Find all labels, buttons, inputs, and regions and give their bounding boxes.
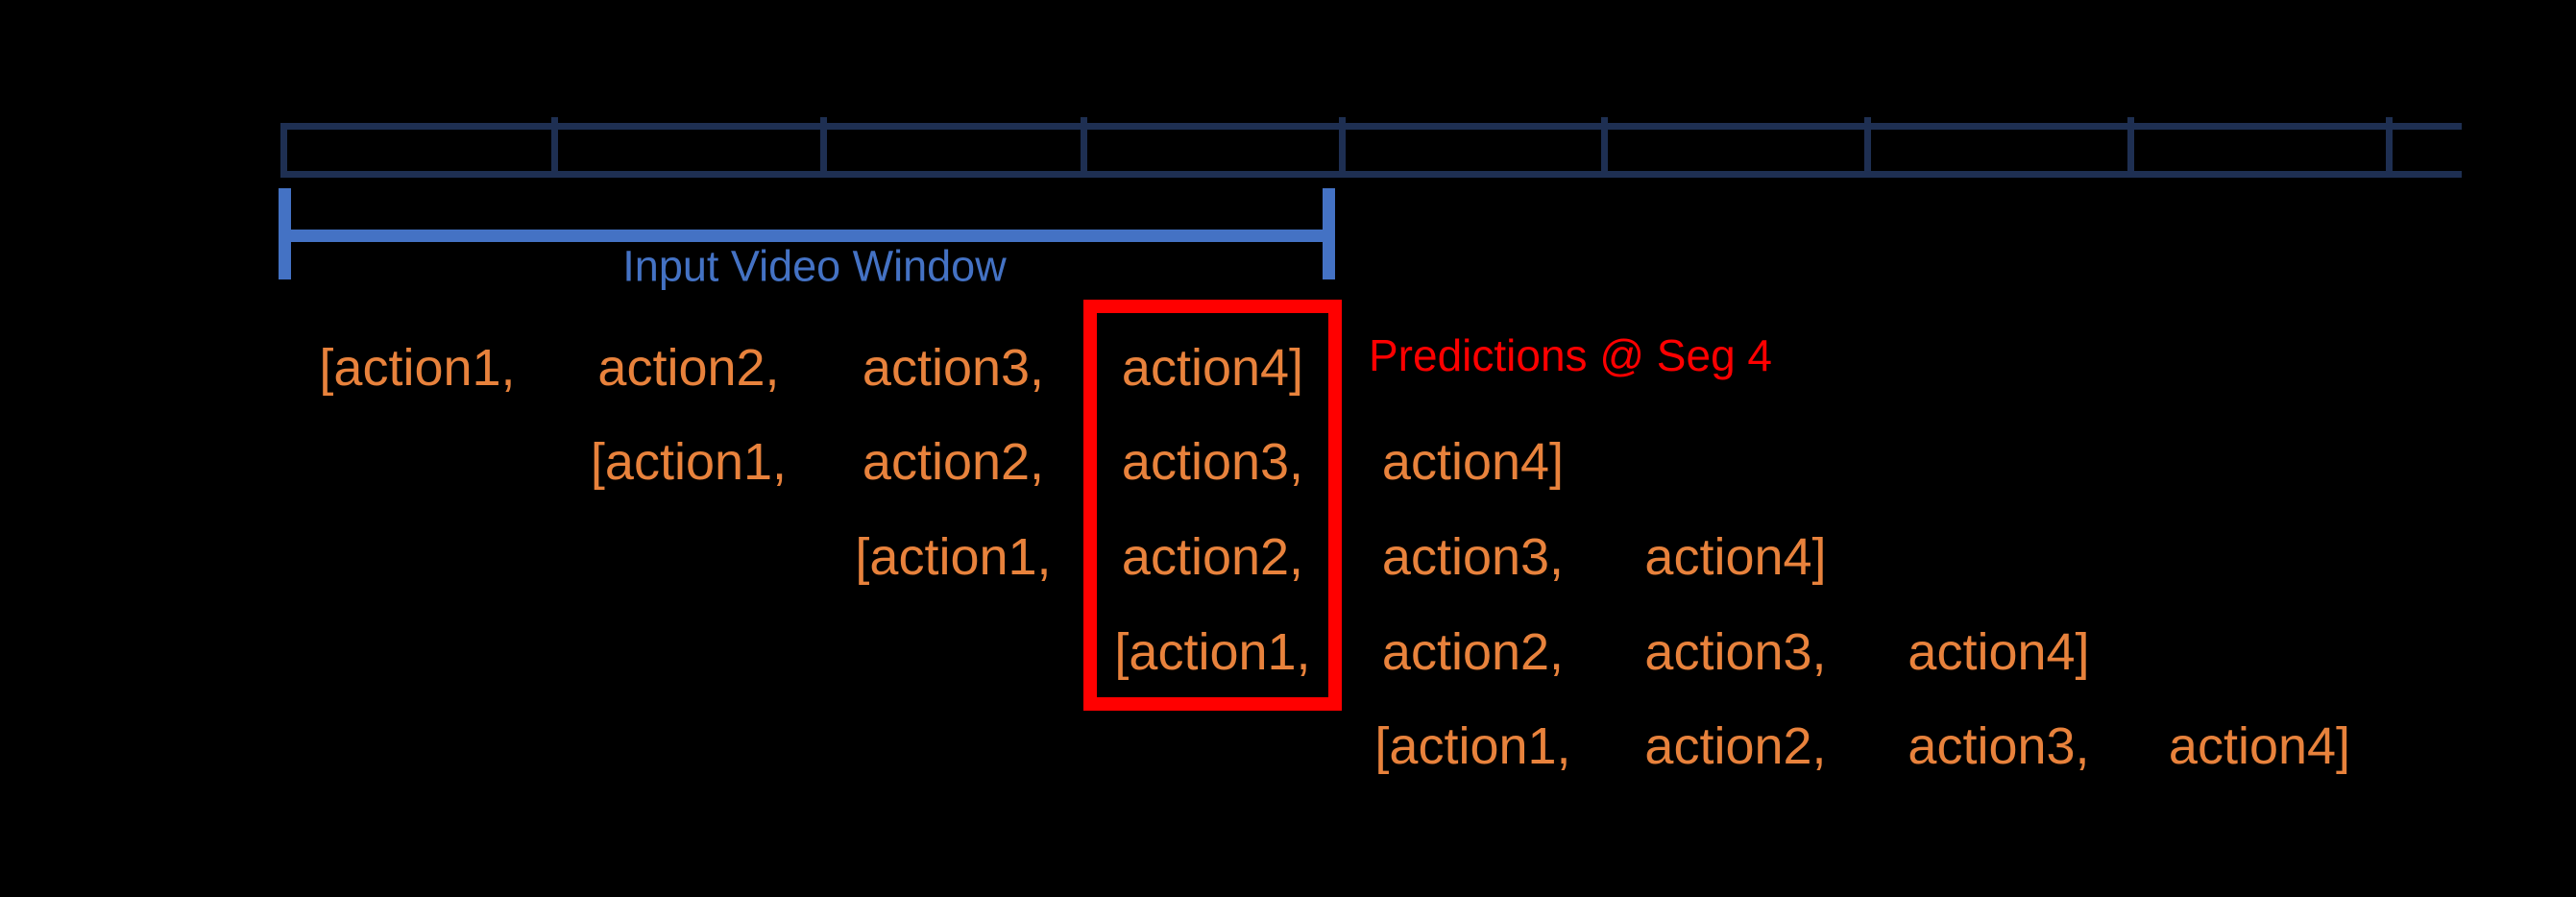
- action-item: action2,: [1121, 528, 1304, 586]
- timeline-segment-divider: [820, 117, 827, 178]
- timeline-segment-divider: [2386, 117, 2393, 178]
- action-item: action4]: [2168, 717, 2351, 775]
- bracket-horizontal-bar: [284, 230, 1329, 242]
- action-item: action4]: [1381, 433, 1565, 491]
- video-timeline: [280, 117, 2462, 178]
- action-item: action4]: [1121, 339, 1304, 397]
- timeline-segment-divider: [1601, 117, 1608, 178]
- action-item: action4]: [1908, 623, 2090, 681]
- predictions-label: Predictions @ Seg 4: [1369, 330, 1773, 380]
- action-item: [action1,: [855, 528, 1052, 586]
- action-item: [action1,: [1114, 623, 1311, 681]
- timeline-top-rail: [280, 123, 2462, 130]
- action-item: action4]: [1644, 528, 1827, 586]
- action-item: action2,: [1644, 717, 1827, 775]
- action-item: action3,: [862, 339, 1045, 397]
- action-item: action2,: [1381, 623, 1565, 681]
- action-item: [action1,: [1374, 717, 1571, 775]
- action-item: [action1,: [319, 339, 516, 397]
- timeline-segment-divider: [551, 117, 558, 178]
- action-item: action2,: [597, 339, 780, 397]
- input-window-label: Input Video Window: [622, 241, 1007, 291]
- timeline-left-cap: [280, 123, 287, 178]
- action-item: action3,: [1121, 433, 1304, 491]
- timeline-segment-divider: [1864, 117, 1871, 178]
- timeline-segment-divider: [1081, 117, 1087, 178]
- timeline-segment-divider: [2127, 117, 2134, 178]
- timeline-bottom-rail: [280, 171, 2462, 178]
- action-item: action3,: [1644, 623, 1827, 681]
- action-item: action2,: [862, 433, 1045, 491]
- highlight-box: [1083, 300, 1342, 711]
- action-item: [action1,: [590, 433, 788, 491]
- timeline-segment-divider: [1339, 117, 1346, 178]
- action-item: action3,: [1908, 717, 2090, 775]
- action-item: action3,: [1381, 528, 1565, 586]
